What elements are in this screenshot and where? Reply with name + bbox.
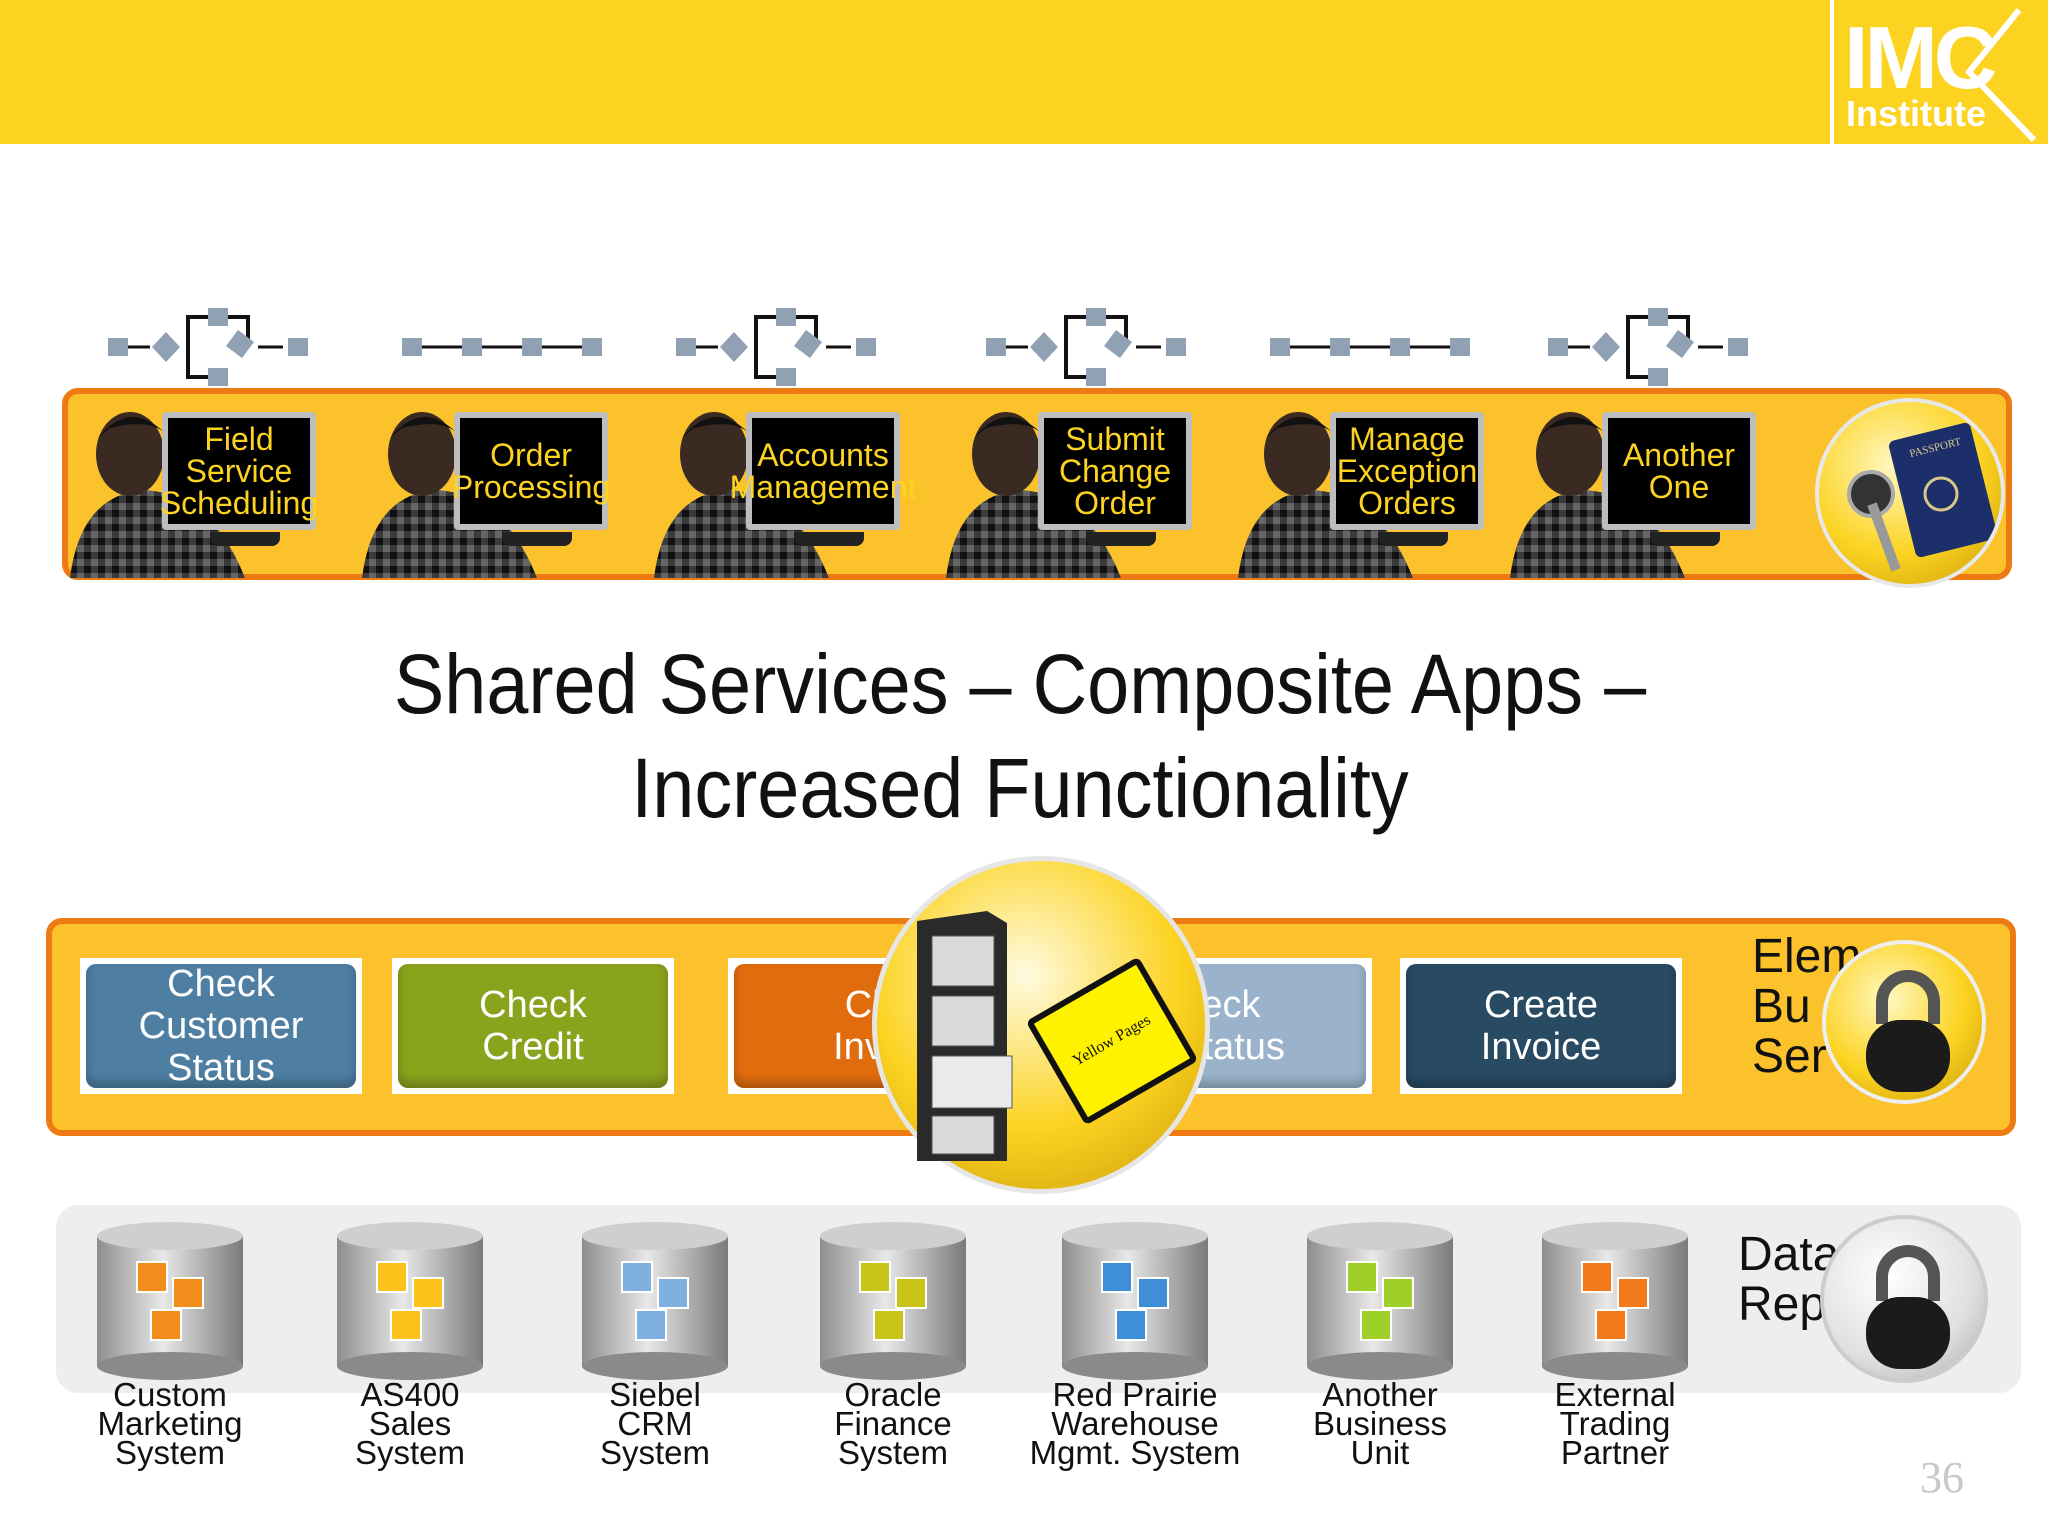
monitor-icon: [746, 412, 900, 530]
title-line-2: Increased Functionality: [631, 741, 1409, 835]
process-flow-icon: [1270, 338, 1470, 356]
database-cylinder-icon: [582, 1222, 728, 1380]
lock-icon: [1822, 940, 1986, 1104]
imc-logo: IMC Institute: [1830, 0, 2048, 144]
system-label: Another Business Unit: [1313, 1376, 1447, 1471]
page-number: 36: [1920, 1453, 1964, 1502]
system-label: External Trading Partner: [1554, 1376, 1676, 1471]
monitor-stand: [210, 532, 280, 546]
process-flow-icon: [402, 338, 602, 356]
system-label: Oracle Finance System: [834, 1376, 952, 1471]
service-label: Check Customer Status: [86, 963, 356, 1089]
service-label: Create Invoice: [1406, 964, 1676, 1088]
data-lock-icon: [1820, 1215, 1988, 1383]
process-flow-icon: [986, 308, 1186, 386]
composite-app: Field Service Scheduling: [70, 398, 340, 578]
database-cylinder-icon: [337, 1222, 483, 1380]
monitor-icon: [454, 412, 608, 530]
monitor-stand: [1086, 532, 1156, 546]
service-box: Create Invoice: [1400, 958, 1682, 1094]
composite-app: Another One: [1510, 398, 1780, 578]
monitor-stand: [502, 532, 572, 546]
app-label: Order Processing: [451, 437, 611, 505]
logo-brand: IMC: [1844, 8, 1997, 107]
composite-app: Order Processing: [362, 398, 632, 578]
registry-disc: Yellow Pages: [872, 856, 1210, 1194]
monitor-icon: [1602, 412, 1756, 530]
title-line-1: Shared Services – Composite Apps –: [393, 637, 1647, 731]
app-label: Accounts Management: [729, 437, 917, 505]
data-side-label: Data Rep: [1738, 1228, 1840, 1331]
process-flow-icon: [108, 308, 308, 386]
database-cylinder-icon: [1542, 1222, 1688, 1380]
database-cylinder-icon: [1307, 1222, 1453, 1380]
app-label: Field Service Scheduling: [159, 421, 319, 521]
monitor-stand: [794, 532, 864, 546]
process-flow-icon: [1548, 308, 1748, 386]
monitor-stand: [1650, 532, 1720, 546]
process-flow-icon: [676, 308, 876, 386]
monitor-icon: [162, 412, 316, 530]
composite-app: Submit Change Order: [946, 398, 1216, 578]
passport-key-icon: PASSPORT: [1815, 398, 2005, 588]
system-label: Red Prairie Warehouse Mgmt. System: [1029, 1376, 1241, 1471]
composite-app: Manage Exception Orders: [1238, 398, 1508, 578]
composite-app: Accounts Management: [654, 398, 924, 578]
system-label: AS400 Sales System: [354, 1376, 466, 1471]
monitor-stand: [1378, 532, 1448, 546]
database-cylinder-icon: [97, 1222, 243, 1380]
app-label: Submit Change Order: [1058, 421, 1172, 521]
database-cylinder-icon: [820, 1222, 966, 1380]
logo-subtitle: Institute: [1846, 93, 1986, 134]
system-label: Siebel CRM System: [599, 1376, 711, 1471]
service-box: Check Customer Status: [80, 958, 362, 1094]
app-label: Another One: [1622, 437, 1736, 505]
system-label: Custom Marketing System: [97, 1376, 243, 1471]
header-bar: [0, 0, 1830, 144]
service-label: Check Credit: [398, 964, 668, 1088]
logo-chevron-icon: [1965, 8, 2037, 143]
app-label: Manage Exception Orders: [1336, 421, 1478, 521]
monitor-icon: [1038, 412, 1192, 530]
file-cabinet-icon: [917, 911, 1013, 1161]
monitor-icon: [1330, 412, 1484, 530]
slide-title: Shared Services – Composite Apps – Incre…: [372, 632, 1668, 840]
service-box: Check Credit: [392, 958, 674, 1094]
database-cylinder-icon: [1062, 1222, 1208, 1380]
yellow-pages-text: Yellow Pages: [1069, 1011, 1154, 1070]
